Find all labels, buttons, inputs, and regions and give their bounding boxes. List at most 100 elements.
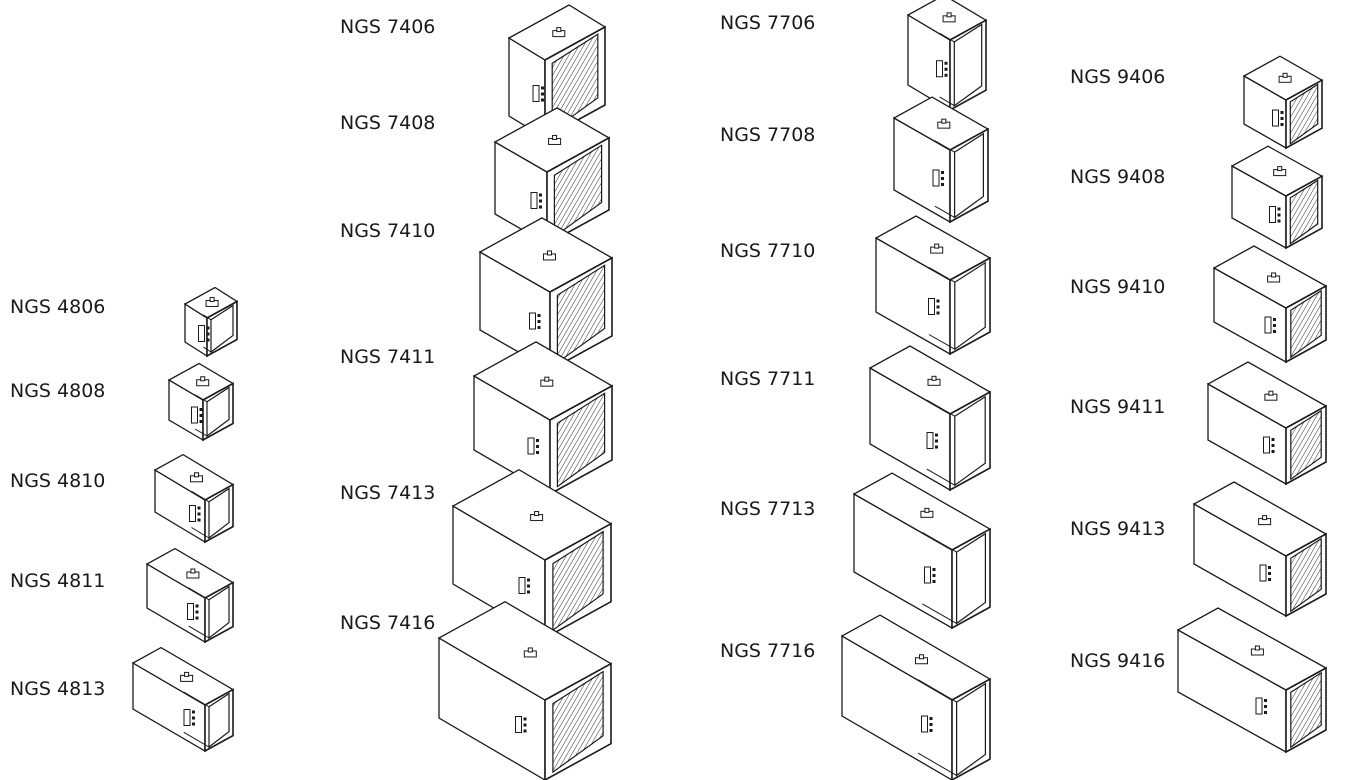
top-clip-tab [209, 296, 215, 302]
enclosure-ngs-7411 [472, 341, 614, 496]
side-clip [924, 566, 931, 584]
front-opening [1289, 179, 1319, 245]
side-clip [932, 169, 940, 187]
inner-edge [203, 346, 212, 353]
side-clip-dot [206, 338, 210, 342]
enclosure-ngs-9408 [1230, 145, 1324, 250]
enclosure-ngs-4810 [153, 453, 235, 544]
front-opening [1290, 537, 1322, 613]
side-clip [527, 437, 535, 455]
side-clip-dot [1264, 711, 1267, 714]
side-clip-dot [1264, 705, 1267, 708]
front-opening [208, 692, 230, 749]
inner-edge [191, 527, 210, 539]
enclosure-ngs-9410 [1212, 245, 1328, 364]
label-ngs-7410: NGS 7410 [340, 220, 436, 242]
side-clip [1263, 436, 1270, 454]
enclosure-ngs-7716 [840, 614, 992, 780]
side-clip-dot [1273, 324, 1276, 327]
side-clip-dot [932, 568, 936, 571]
front-opening [206, 386, 230, 438]
top-clip-tab [941, 118, 947, 124]
side-clip [928, 298, 935, 315]
label-ngs-4808: NGS 4808 [10, 380, 106, 402]
label-ngs-7710: NGS 7710 [720, 240, 816, 262]
side-clip-dot [536, 451, 539, 454]
side-clip [187, 603, 194, 620]
side-clip [1255, 697, 1263, 715]
top-clip-tab [1271, 272, 1277, 278]
side-clip-dot [1268, 572, 1271, 575]
top-clip-tab [924, 507, 930, 513]
side-clip [183, 709, 191, 726]
side-clip-dot [195, 610, 199, 614]
side-clip-dot [1268, 566, 1271, 569]
side-clip-dot [541, 98, 544, 102]
enclosure-boxes [131, 0, 1328, 780]
side-clip-dot [944, 73, 948, 77]
side-clip-dot [195, 604, 199, 608]
side-clip-dot [936, 299, 940, 303]
side-clip [921, 715, 928, 733]
side-clip-dot [523, 723, 527, 727]
top-clip-tab [556, 27, 562, 33]
side-clip-dot [935, 439, 938, 443]
label-ngs-7711: NGS 7711 [720, 368, 816, 390]
inner-edge [203, 314, 212, 321]
inner-edge [928, 267, 956, 283]
side-clip-dot [523, 717, 527, 721]
inner-edge [917, 679, 957, 703]
enclosure-ngs-4806 [183, 286, 239, 358]
side-clip-dot [941, 183, 944, 186]
side-clip-dot [199, 420, 203, 423]
side-clip-dot [199, 414, 203, 417]
side-clip-dot [944, 61, 948, 65]
enclosure-ngs-9406 [1242, 55, 1324, 150]
top-clip-tab [552, 134, 558, 140]
side-clip-dot [1268, 578, 1271, 581]
side-clip-dot [192, 710, 195, 714]
front-opening [1290, 671, 1322, 749]
enclosure-ngs-9416 [1176, 607, 1328, 754]
top-clip-tab [1277, 166, 1283, 172]
top-clip-tab [190, 568, 196, 574]
front-opening [955, 532, 987, 625]
side-clip-dot [195, 616, 199, 620]
side-clip-dot [536, 445, 539, 448]
enclosure-ngs-7713 [852, 472, 992, 630]
label-ngs-7713: NGS 7713 [720, 498, 816, 520]
label-ngs-9410: NGS 9410 [1070, 276, 1166, 298]
enclosure-ngs-9411 [1206, 361, 1328, 486]
label-ngs-9413: NGS 9413 [1070, 518, 1166, 540]
side-clip [936, 60, 943, 78]
side-clip-dot [1273, 318, 1276, 321]
side-clip-dot [936, 305, 940, 309]
side-clip-dot [206, 326, 210, 330]
side-clip-dot [539, 193, 542, 197]
top-clip-tab [547, 250, 552, 256]
side-clip-dot [192, 716, 195, 720]
side-clip-dot [1273, 330, 1276, 333]
side-clip-dot [1271, 450, 1275, 453]
label-ngs-7406: NGS 7406 [340, 16, 436, 38]
inner-edge [928, 334, 956, 350]
top-clip-tab [919, 654, 924, 660]
label-ngs-7706: NGS 7706 [720, 12, 816, 34]
top-clip-tab [1268, 390, 1274, 396]
side-clip-dot [539, 205, 542, 209]
side-clip [198, 325, 205, 342]
side-clip-dot [537, 326, 541, 329]
front-opening [551, 33, 599, 132]
inner-edge [194, 394, 208, 403]
side-clip-dot [935, 433, 938, 437]
side-clip-dot [1271, 438, 1275, 441]
label-ngs-9411: NGS 9411 [1070, 396, 1166, 418]
enclosure-ngs-4808 [167, 362, 235, 442]
side-clip-dot [935, 445, 938, 449]
label-ngs-9416: NGS 9416 [1070, 650, 1166, 672]
side-clip-dot [941, 171, 944, 174]
enclosure-ngs-7410 [478, 217, 614, 372]
enclosure-ngs-7706 [906, 0, 988, 112]
side-clip-dot [537, 314, 541, 317]
